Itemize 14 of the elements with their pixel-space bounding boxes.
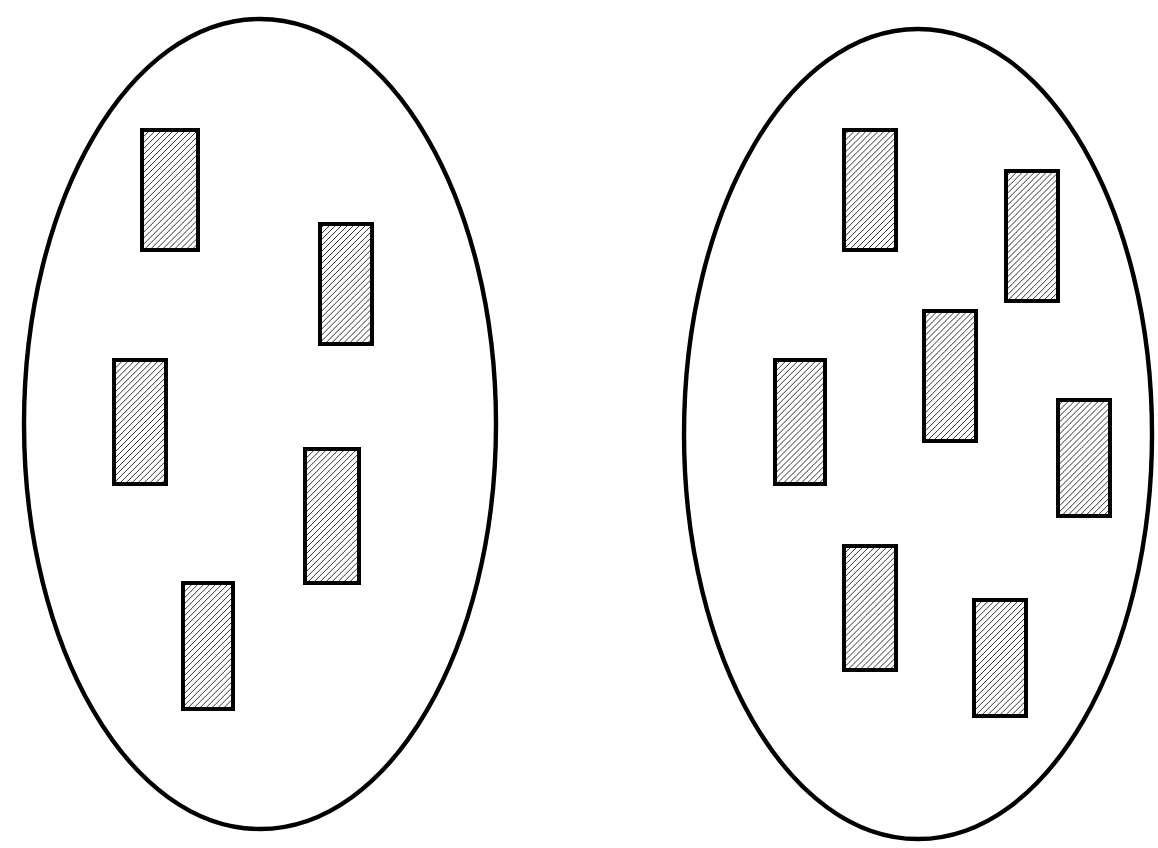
- hatched-bar: [1004, 169, 1060, 303]
- hatched-bar: [773, 358, 827, 486]
- hatched-bar: [112, 358, 168, 486]
- hatched-bar: [972, 598, 1028, 718]
- hatched-bar: [842, 128, 898, 252]
- hatched-bar: [922, 309, 978, 443]
- hatched-bar: [842, 544, 898, 672]
- hatched-bar: [1056, 398, 1112, 518]
- hatched-bar: [140, 128, 200, 252]
- oval: [21, 16, 499, 832]
- oval: [681, 26, 1155, 842]
- hatched-bar: [181, 581, 235, 711]
- hatched-bar: [318, 222, 374, 346]
- hatched-bar: [303, 447, 361, 585]
